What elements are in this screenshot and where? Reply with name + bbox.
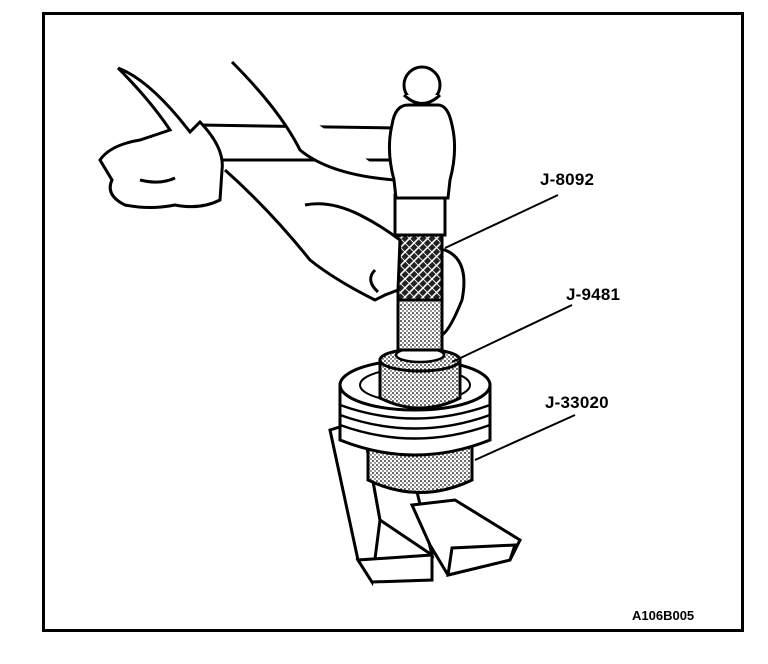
leader-line-j33020	[474, 414, 576, 461]
lower-hand	[224, 168, 466, 338]
upper-hand	[98, 60, 396, 209]
leader-lines	[444, 194, 576, 461]
leader-line-j8092	[444, 194, 559, 249]
driver-handle	[393, 193, 447, 352]
installer-tool	[378, 346, 462, 410]
leader-line-j9481	[451, 304, 573, 363]
figure-id: A106B005	[632, 608, 695, 623]
label-j8092: J-8092	[540, 170, 595, 189]
label-j33020: J-33020	[545, 393, 609, 412]
label-j9481: J-9481	[566, 285, 621, 304]
